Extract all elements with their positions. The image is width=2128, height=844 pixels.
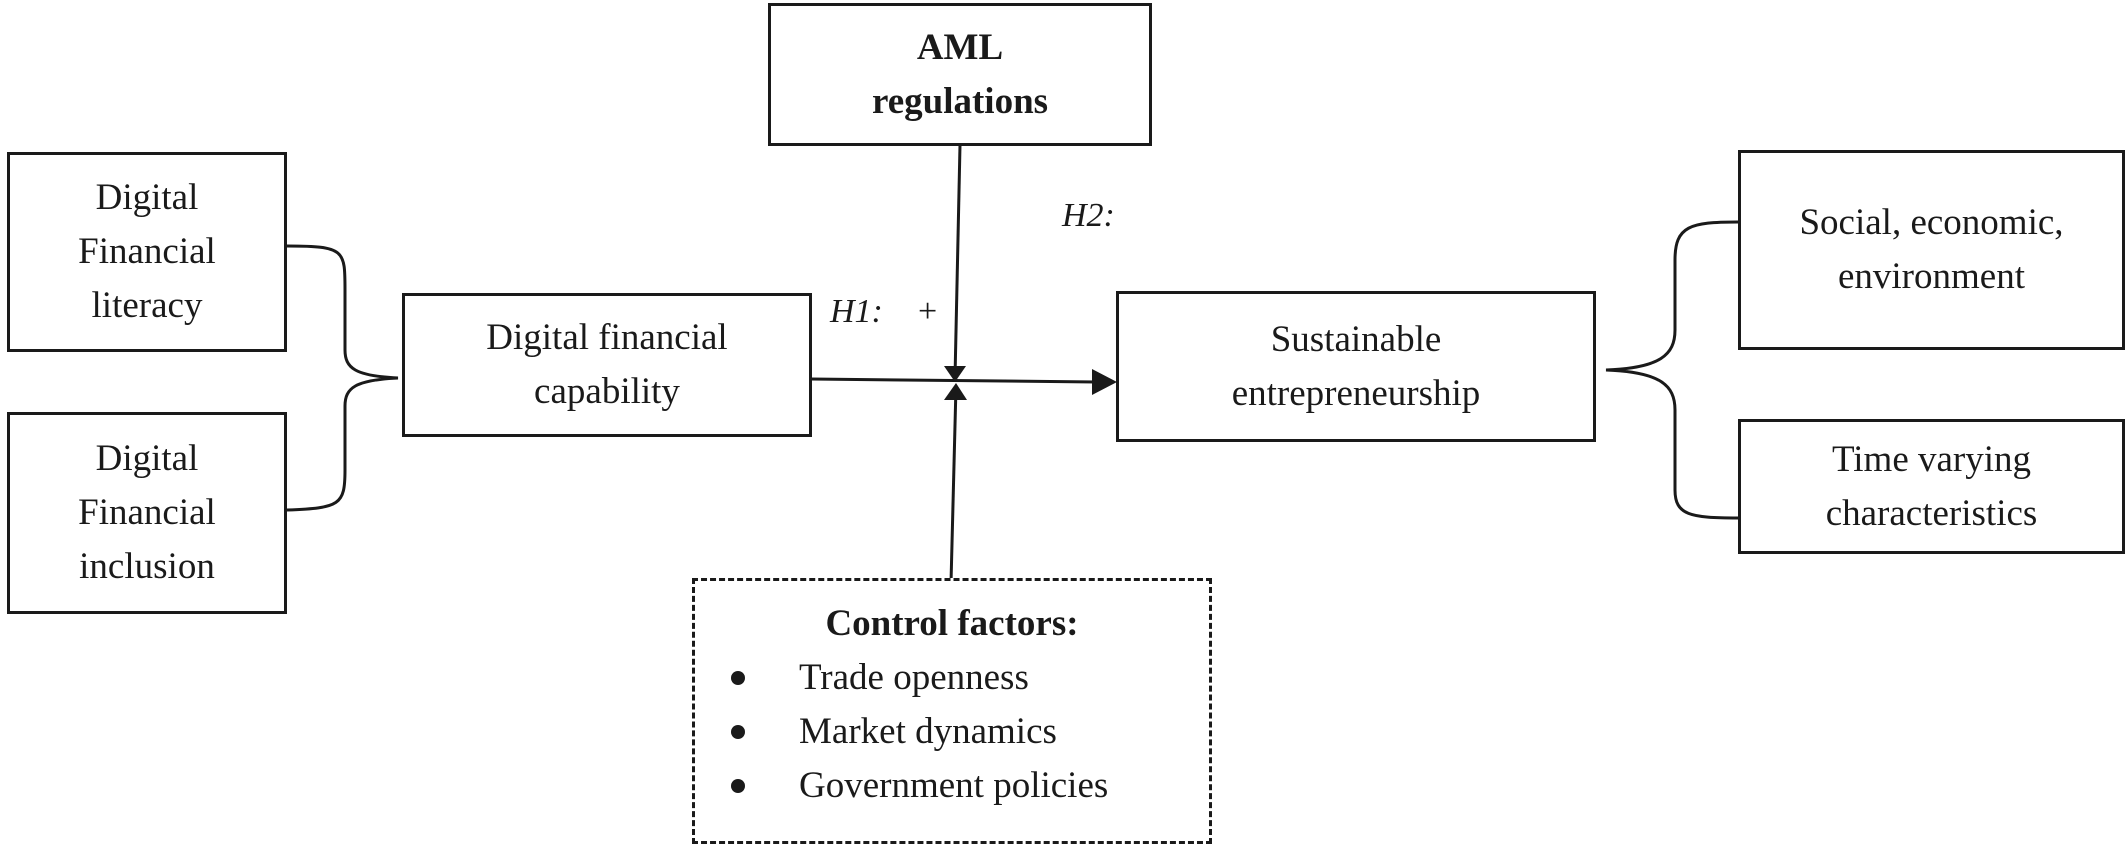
box-line: literacy <box>91 285 203 326</box>
control-factor-label: Market dynamics <box>799 711 1057 752</box>
control-factor-item: Trade openness <box>695 651 1209 705</box>
box-line: inclusion <box>79 546 215 587</box>
bullet-icon <box>731 671 745 685</box>
box-line: AML <box>916 26 1004 68</box>
right-brace <box>1605 220 1739 520</box>
digital-financial-capability-box: Digital financial capability <box>402 293 812 437</box>
control-factors-box: Control factors: Trade openness Market d… <box>692 578 1212 844</box>
digital-financial-inclusion-box: Digital Financial inclusion <box>7 412 287 614</box>
control-factor-label: Government policies <box>799 765 1109 806</box>
box-line: Digital <box>95 177 199 218</box>
left-brace <box>286 244 399 512</box>
box-line: regulations <box>871 80 1049 122</box>
control-factors-title: Control factors: <box>825 603 1079 644</box>
h2-label: H2: <box>1062 197 1115 234</box>
h1-sign: + <box>918 293 938 330</box>
box-line: Digital <box>95 438 199 479</box>
aml-moderator-line <box>953 144 962 379</box>
bullet-icon <box>731 725 745 739</box>
main-arrow <box>810 377 1097 384</box>
box-line: characteristics <box>1825 492 2038 534</box>
h1-label: H1: <box>830 293 883 330</box>
control-factors-arrowhead <box>944 383 967 400</box>
box-line: Financial <box>78 231 216 272</box>
box-line: Time varying <box>1831 438 2032 480</box>
box-line: Sustainable <box>1270 318 1442 360</box>
control-factor-label: Trade openness <box>799 657 1029 698</box>
time-varying-characteristics-box: Time varying characteristics <box>1738 419 2125 554</box>
bullet-icon <box>731 779 745 793</box>
aml-moderator-arrowhead <box>944 366 966 382</box>
box-line: entrepreneurship <box>1231 372 1481 414</box>
aml-regulations-box: AML regulations <box>768 3 1152 146</box>
digital-financial-literacy-box: Digital Financial literacy <box>7 152 287 352</box>
main-arrowhead <box>1092 369 1117 395</box>
sustainable-entrepreneurship-box: Sustainable entrepreneurship <box>1116 291 1596 442</box>
box-line: environment <box>1837 256 2025 297</box>
box-line: Financial <box>78 492 216 533</box>
box-line: Social, economic, <box>1799 202 2064 243</box>
box-line: capability <box>534 371 680 412</box>
control-factor-item: Government policies <box>695 759 1209 813</box>
box-line: Digital financial <box>486 317 728 358</box>
control-factors-line <box>949 385 958 584</box>
social-economic-environment-box: Social, economic, environment <box>1738 150 2125 350</box>
control-factor-item: Market dynamics <box>695 705 1209 759</box>
